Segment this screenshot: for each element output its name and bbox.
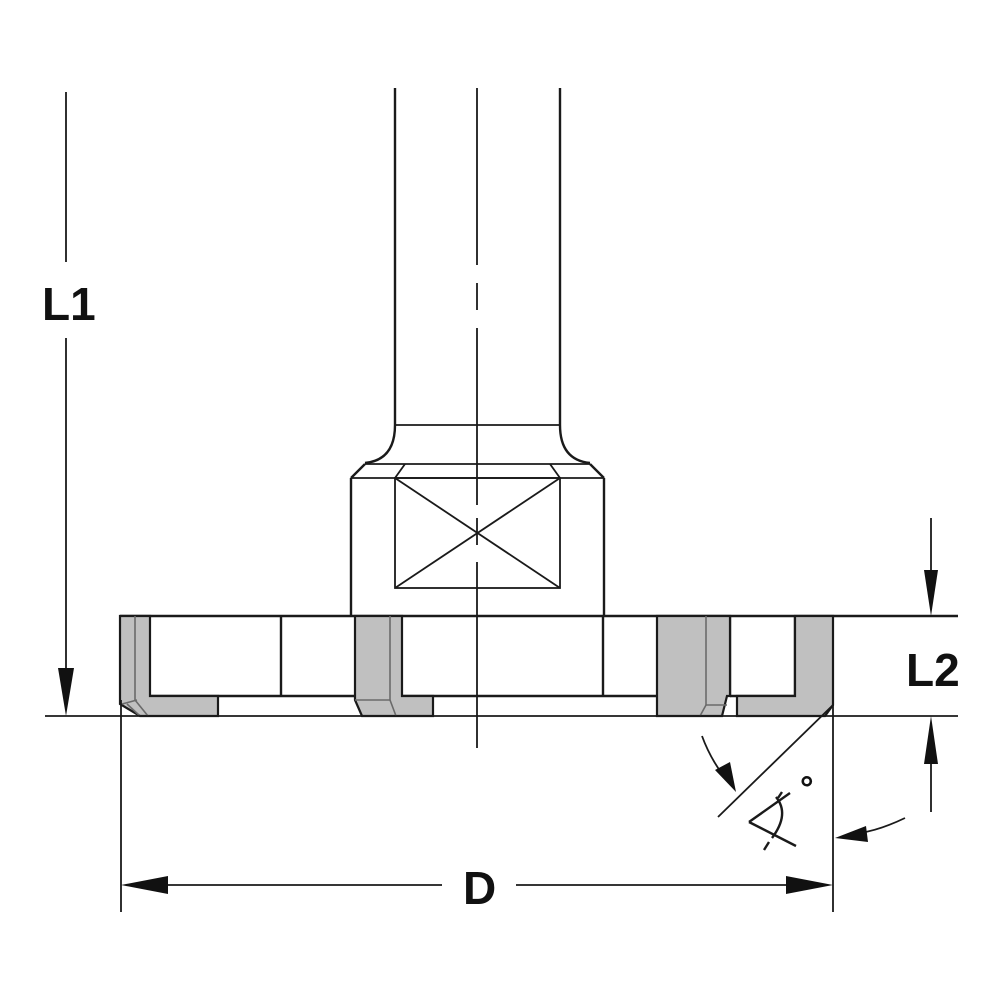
extension-lines: [45, 700, 958, 912]
insert-left: [118, 614, 220, 718]
dimension-l1: L1: [42, 92, 96, 716]
insert-center: [353, 614, 435, 718]
arrow-right-icon: [786, 876, 833, 894]
label-l1: L1: [42, 278, 96, 330]
label-l2: L2: [906, 644, 960, 696]
insert-right-edge: [735, 614, 835, 718]
arrow-down-icon: [924, 570, 938, 616]
arrow-left-icon: [835, 826, 868, 842]
arrow-icon: [715, 762, 736, 792]
angle-symbol-icon: [748, 791, 797, 851]
arrow-down-icon: [58, 668, 74, 716]
dimension-angle: °: [701, 735, 906, 851]
dimension-d: D: [121, 862, 833, 914]
label-d: D: [463, 862, 496, 914]
arrow-up-icon: [924, 716, 938, 764]
arrow-left-icon: [121, 876, 168, 894]
insert-right-outer: [655, 614, 732, 718]
dimension-l2: L2: [906, 518, 960, 812]
label-angle-unit: °: [800, 770, 814, 808]
